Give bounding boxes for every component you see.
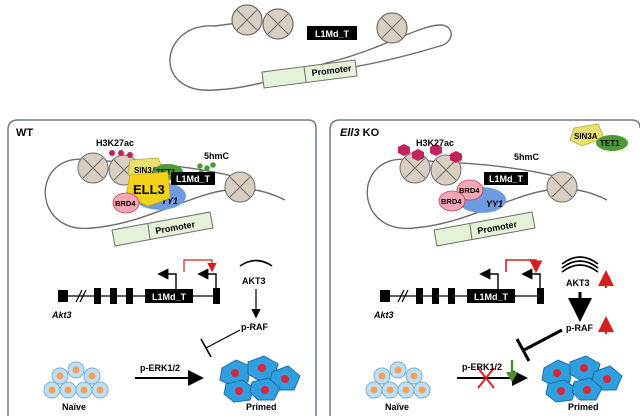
- brd4-protein: [438, 190, 466, 212]
- h3k27ac-marks: [398, 144, 462, 163]
- l1md-t-locus-label: L1Md_T: [152, 292, 187, 302]
- l1md-t-element: [484, 172, 528, 185]
- brd4-protein: [456, 179, 484, 201]
- sin3a-label: SIN3A: [134, 166, 158, 175]
- tss-arrow: [521, 268, 541, 288]
- nucleosome: [376, 12, 408, 44]
- sin3a-label: SIN3A: [574, 132, 598, 141]
- h3k27ac-label: H3K27ac: [96, 138, 134, 148]
- exon: [380, 290, 390, 302]
- break-mark: [75, 289, 87, 303]
- 5hmc-label: 5hmC: [514, 152, 540, 162]
- enhancer-loop-arrow: [505, 259, 543, 274]
- exon: [58, 290, 68, 302]
- top-schematic: L1Md_T Promoter: [169, 4, 452, 91]
- naive-label: Naïve: [385, 402, 409, 412]
- h3k27ac-marks: [109, 150, 133, 158]
- praf-inhibition-bar: [200, 338, 212, 358]
- nucleosome: [77, 152, 109, 184]
- l1md-t-element: [171, 172, 215, 185]
- wt-panel: WT H3K27ac 5hmC YY1 SIN3A TET1 ELL: [7, 119, 317, 416]
- p-raf-label: p-RAF: [566, 323, 593, 333]
- akt3-gene-label: Akt3: [51, 310, 72, 320]
- l1md-t-locus: [145, 289, 193, 303]
- primed-cell-cluster: [219, 355, 301, 403]
- exon: [537, 288, 544, 304]
- naive-cell-cluster: [365, 361, 431, 399]
- exon: [94, 288, 101, 304]
- ko-panel-title: Ell3 KO: [340, 127, 380, 139]
- l1md-t-label: L1Md_T: [176, 174, 211, 184]
- l1md-t-locus: [467, 289, 515, 303]
- yy1-label: YY1: [161, 196, 178, 206]
- top-chromatin-fiber: [169, 24, 452, 91]
- nucleosome: [224, 171, 256, 203]
- akt3-transcript-arc: [239, 259, 273, 267]
- brd4-protein: [112, 192, 140, 214]
- tss-arrow: [479, 268, 499, 289]
- ko-panel-frame: [329, 119, 640, 416]
- wt-panel-title: WT: [16, 127, 33, 139]
- tet1-label: TET1: [600, 139, 620, 148]
- nucleosome: [262, 8, 294, 40]
- enhancer-loop-arrow: [183, 259, 217, 273]
- brd4-label: BRD4: [115, 199, 136, 208]
- promoter-label: Promoter: [311, 63, 352, 78]
- praf-inhibition: [523, 328, 563, 352]
- erk-block-x: [477, 367, 495, 389]
- exon: [110, 288, 117, 304]
- perk-down-arrow: [506, 360, 518, 382]
- l1md-t-element: [307, 26, 357, 40]
- l1md-t-locus-label: L1Md_T: [474, 292, 509, 302]
- yy1-label: YY1: [486, 199, 503, 209]
- primed-cell-cluster: [541, 355, 623, 403]
- akt3-transcript-arcs: [561, 256, 599, 273]
- promoter-box: [433, 211, 536, 247]
- wt-panel-frame: [7, 119, 317, 416]
- primed-label: Primed: [568, 402, 599, 412]
- naive-cell-cluster: [43, 361, 109, 399]
- akt3-protein-label: AKT3: [566, 278, 590, 288]
- l1md-t-label: L1Md_T: [489, 174, 524, 184]
- l1md-t-label: L1Md_T: [315, 29, 350, 39]
- nucleosome: [546, 171, 578, 203]
- primed-label: Primed: [246, 402, 277, 412]
- tet1-protein: [596, 135, 628, 151]
- akt3-protein-label: AKT3: [242, 276, 266, 286]
- brd4-label: BRD4: [459, 186, 480, 195]
- exon: [432, 288, 439, 304]
- akt3-gene-label: Akt3: [373, 310, 394, 320]
- exon: [448, 288, 455, 304]
- promoter-box: [111, 211, 214, 247]
- h3k27ac-label: H3K27ac: [416, 138, 454, 148]
- brd4-label: BRD4: [441, 197, 462, 206]
- exon: [213, 288, 220, 304]
- tss-arrow: [157, 268, 177, 289]
- p-erk-label: p-ERK1/2: [140, 363, 180, 373]
- naive-label: Naïve: [62, 402, 86, 412]
- ko-panel: Ell3 KO H3K27ac 5hmC SIN3A TET1 YY1: [329, 119, 640, 416]
- exon: [416, 288, 423, 304]
- tss-arrow: [197, 268, 217, 288]
- sin3a-protein: [569, 123, 605, 147]
- praf-inhibition-bar: [515, 338, 531, 362]
- nucleosome: [231, 4, 263, 36]
- 5hmc-label: 5hmC: [204, 151, 230, 161]
- exon: [126, 288, 133, 304]
- p-raf-label: p-RAF: [241, 322, 268, 332]
- nucleosome: [430, 154, 462, 186]
- break-mark: [397, 289, 409, 303]
- p-erk-label: p-ERK1/2: [462, 362, 502, 372]
- ell3-label: ELL3: [133, 182, 165, 197]
- praf-inhibition: [205, 329, 241, 349]
- promoter-box: [261, 59, 358, 89]
